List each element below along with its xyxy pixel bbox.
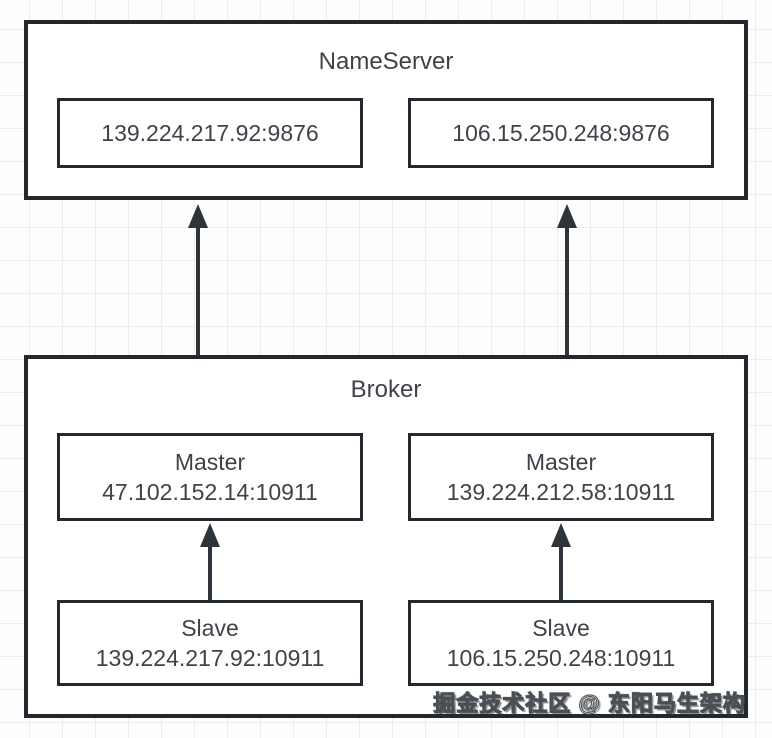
arrow-up-icon [188, 204, 208, 228]
nameserver-title: NameServer [318, 48, 454, 75]
broker-master-2-role: Master [525, 449, 597, 475]
broker-slave-2-role: Slave [532, 615, 590, 641]
arrow-up-icon [557, 204, 577, 228]
broker-master-1-role: Master [174, 449, 246, 475]
broker-container-box: Broker Master 47.102.152.14:10911 Master… [24, 355, 748, 718]
nameserver-node-1: 139.224.217.92:9876 [57, 98, 363, 168]
broker-master-node-1: Master 47.102.152.14:10911 [57, 433, 363, 521]
nameserver-node-1-address: 139.224.217.92:9876 [101, 120, 319, 146]
nameserver-node-2: 106.15.250.248:9876 [408, 98, 714, 168]
broker-slave-node-1: Slave 139.224.217.92:10911 [57, 600, 363, 686]
arrow-shaft [559, 545, 563, 600]
broker-slave-1-address: 139.224.217.92:10911 [95, 645, 325, 671]
broker-slave-2-address: 106.15.250.248:10911 [446, 645, 676, 671]
arrow-up-icon [551, 523, 571, 547]
arrow-up-icon [200, 523, 220, 547]
arrow-shaft [196, 226, 200, 355]
broker-slave-1-role: Slave [181, 615, 239, 641]
broker-slave-node-2: Slave 106.15.250.248:10911 [408, 600, 714, 686]
broker-master-node-2: Master 139.224.212.58:10911 [408, 433, 714, 521]
nameserver-container-box: NameServer 139.224.217.92:9876 106.15.25… [24, 20, 748, 200]
broker-title: Broker [350, 376, 422, 403]
arrow-shaft [208, 545, 212, 600]
arrow-shaft [565, 226, 569, 355]
broker-master-2-address: 139.224.212.58:10911 [446, 479, 676, 505]
nameserver-node-2-address: 106.15.250.248:9876 [452, 120, 670, 146]
broker-master-1-address: 47.102.152.14:10911 [102, 479, 318, 505]
watermark-text: 掘金技术社区 @ 东阳马生架构 [433, 691, 746, 717]
